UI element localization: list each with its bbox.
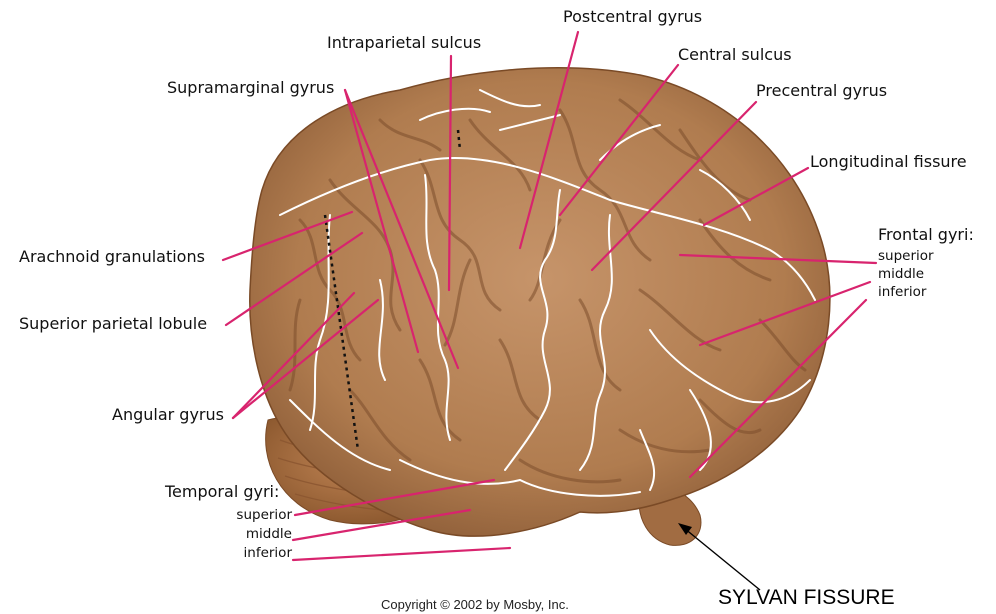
label-temporal-superior: superior [236,507,292,523]
label-longitudinal-fissure: Longitudinal fissure [810,152,967,171]
label-frontal-middle: middle [878,266,925,282]
cerebrum [249,67,831,537]
label-central-sulcus: Central sulcus [678,45,792,64]
label-temporal-gyri: Temporal gyri: [165,482,280,501]
dotted-boundary-line [323,214,360,451]
label-sylvan-fissure: SYLVAN FISSURE [718,586,895,609]
label-frontal-inferior: inferior [878,284,927,300]
sylvan-arrow [678,523,761,591]
copyright-notice: Copyright © 2002 by Mosby, Inc. [381,597,569,612]
label-intraparietal-sulcus: Intraparietal sulcus [327,33,482,52]
label-arachnoid-granulations: Arachnoid granulations [19,247,205,266]
label-frontal-gyri: Frontal gyri: [878,225,974,244]
label-temporal-inferior: inferior [243,545,292,561]
label-postcentral-gyrus: Postcentral gyrus [563,7,703,26]
label-frontal-superior: superior [878,248,934,264]
leader-lines [221,30,878,562]
label-superior-parietal-lobule: Superior parietal lobule [19,314,208,333]
label-supramarginal-gyrus: Supramarginal gyrus [167,78,335,97]
label-temporal-middle: middle [245,526,292,542]
label-angular-gyrus: Angular gyrus [112,405,224,424]
label-precentral-gyrus: Precentral gyrus [756,81,888,100]
